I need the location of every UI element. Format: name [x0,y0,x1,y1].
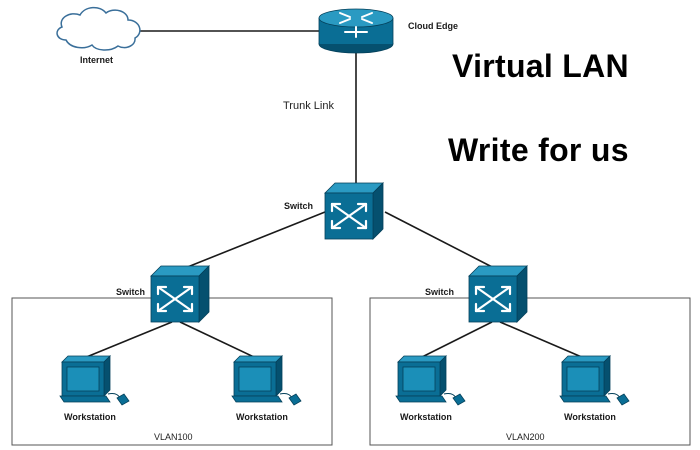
heading-line-1: Virtual LAN [452,48,629,84]
core-left-link [179,211,326,271]
vlan200-box [369,297,691,446]
connections [83,30,585,359]
core-switch-label: Switch [284,201,314,211]
trunk-link-label: Trunk Link [283,100,334,112]
router-icon [318,8,394,54]
left-switch-ws1-link [83,321,173,359]
left-switch-icon [149,264,211,324]
vlan100-label: VLAN100 [154,432,193,442]
right-workstation-2-label: Workstation [564,412,616,422]
left-workstation-2-icon [231,355,302,406]
right-switch-ws1-link [419,321,493,359]
core-right-link [384,211,499,271]
right-switch-ws2-link [499,321,585,359]
right-switch-label: Switch [425,287,455,297]
internet-cloud-icon [56,6,141,51]
right-switch-icon [467,264,529,324]
vlan200-label: VLAN200 [506,432,545,442]
left-workstation-1-label: Workstation [64,412,116,422]
left-workstation-1-icon [59,355,130,406]
left-switch-label: Switch [116,287,146,297]
right-workstation-1-label: Workstation [400,412,452,422]
router-label: Cloud Edge [408,21,458,31]
left-workstation-2-label: Workstation [236,412,288,422]
internet-label: Internet [80,55,114,65]
left-switch-ws2-link [179,321,257,359]
right-workstation-2-icon [559,355,630,406]
core-switch-icon [323,181,385,241]
heading-line-2: Write for us [448,132,629,168]
right-workstation-1-icon [395,355,466,406]
